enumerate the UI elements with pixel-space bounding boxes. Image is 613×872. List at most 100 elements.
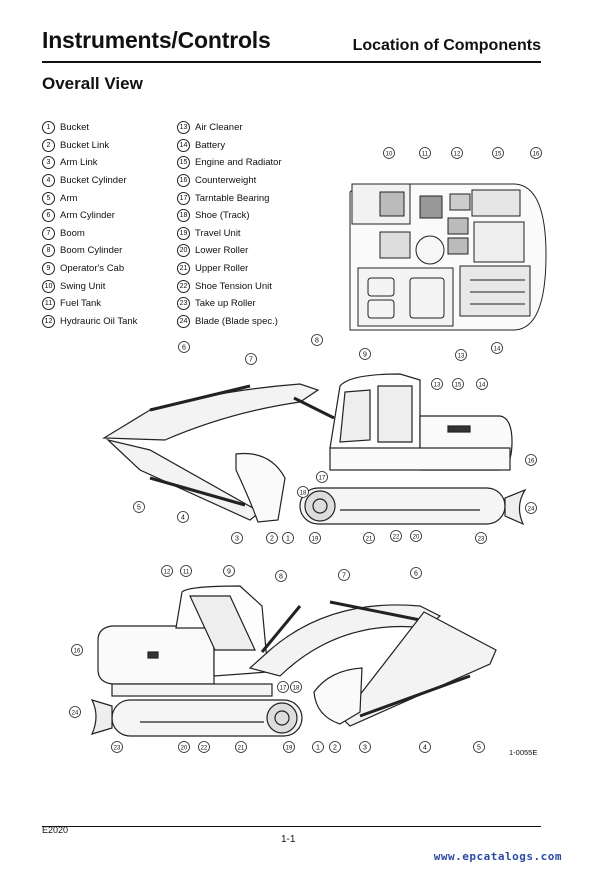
callout-middle-16: 16 (525, 454, 537, 466)
callout-label: 19 (286, 745, 293, 751)
callout-bottom-24: 24 (69, 706, 81, 718)
callout-middle-20: 20 (410, 530, 422, 542)
callout-label: 8 (279, 573, 283, 580)
callout-label: 5 (477, 744, 481, 751)
figure-code: 1-0055E (509, 748, 538, 757)
legend-label: Arm (60, 192, 78, 204)
callout-top-15: 15 (492, 147, 504, 159)
callout-bottom-18: 18 (290, 681, 302, 693)
watermark: www.epcatalogs.com (433, 850, 562, 863)
callout-label: 6 (414, 570, 418, 577)
callout-top-11: 11 (419, 147, 431, 159)
callout-label: 24 (72, 710, 79, 716)
callout-label: 12 (454, 151, 461, 157)
callout-label: 14 (479, 382, 486, 388)
top-view-drawing (349, 183, 547, 331)
callout-label: 2 (270, 535, 274, 542)
callout-bottom-2: 2 (329, 741, 341, 753)
legend-item: 20 Lower Roller (177, 242, 282, 260)
callout-number: 10 (42, 279, 55, 293)
legend-label: Boom Cylinder (60, 245, 123, 257)
legend-label: Tarntable Bearing (195, 192, 270, 204)
callout-bottom-3: 3 (359, 741, 371, 753)
callout-label: 10 (386, 151, 393, 157)
callout-number: 7 (42, 226, 55, 240)
callout-bottom-1: 1 (312, 741, 324, 753)
callout-middle-6: 6 (178, 341, 190, 353)
callout-label: 5 (137, 504, 141, 511)
callout-label: 1 (286, 535, 290, 542)
callout-middle-22: 22 (390, 530, 402, 542)
callout-number: 2 (42, 138, 55, 152)
callout-middle-23: 23 (475, 532, 487, 544)
callout-number: 5 (42, 191, 55, 205)
callout-middle-7: 7 (245, 353, 257, 365)
callout-middle-2: 2 (266, 532, 278, 544)
side-view-left-drawing (101, 373, 527, 526)
callout-middle-8: 8 (311, 334, 323, 346)
callout-label: 11 (183, 569, 190, 575)
legend-label: Shoe (Track) (195, 210, 250, 222)
callout-bottom-19: 19 (283, 741, 295, 753)
legend-label: Operator's Cab (60, 263, 125, 275)
callout-label: 13 (434, 382, 441, 388)
callout-number: 9 (42, 262, 55, 276)
legend-label: Blade (Blade spec.) (195, 315, 278, 327)
legend-label: Lower Roller (195, 245, 249, 257)
legend-item: 9 Operator's Cab (42, 260, 137, 278)
callout-top-13: 13 (455, 349, 467, 361)
legend-label: Arm Cylinder (60, 210, 115, 222)
callout-label: 14 (494, 346, 501, 352)
callout-label: 19 (312, 536, 319, 542)
legend-label: Arm Link (60, 157, 98, 169)
callout-middle-1: 1 (282, 532, 294, 544)
callout-label: 4 (181, 514, 185, 521)
callout-bottom-12: 12 (161, 565, 173, 577)
callout-bottom-23: 23 (111, 741, 123, 753)
callout-number: 17 (177, 191, 190, 205)
callout-number: 18 (177, 209, 190, 223)
callout-number: 11 (42, 297, 55, 311)
legend-label: Bucket Link (60, 139, 110, 151)
side-view-right-drawing (90, 585, 497, 737)
callout-label: 16 (74, 648, 81, 654)
callout-number: 20 (177, 244, 190, 258)
legend-label: Air Cleaner (195, 122, 243, 134)
legend-item: 17 Tarntable Bearing (177, 189, 282, 207)
callout-number: 12 (42, 314, 55, 328)
callout-label: 18 (300, 490, 307, 496)
callout-number: 21 (177, 262, 190, 276)
callout-bottom-4: 4 (419, 741, 431, 753)
callout-label: 8 (315, 337, 319, 344)
callout-label: 15 (495, 151, 502, 157)
header-rule (42, 61, 541, 63)
callout-bottom-22: 22 (198, 741, 210, 753)
callout-middle-14: 14 (476, 378, 488, 390)
callout-bottom-16: 16 (71, 644, 83, 656)
callout-bottom-9: 9 (223, 565, 235, 577)
callout-label: 3 (235, 535, 239, 542)
callout-middle-24: 24 (525, 502, 537, 514)
callout-label: 12 (164, 569, 171, 575)
callout-middle-5: 5 (133, 501, 145, 513)
callout-number: 3 (42, 156, 55, 170)
callout-label: 16 (528, 458, 535, 464)
callout-bottom-20: 20 (178, 741, 190, 753)
document-code: E2020 (42, 825, 69, 835)
callout-label: 16 (533, 151, 540, 157)
callout-label: 7 (342, 572, 346, 579)
callout-middle-4: 4 (177, 511, 189, 523)
callout-number: 23 (177, 297, 190, 311)
callout-number: 4 (42, 174, 55, 188)
callout-label: 9 (363, 351, 367, 358)
callout-label: 20 (181, 745, 188, 751)
legend-item: 5 Arm (42, 189, 137, 207)
